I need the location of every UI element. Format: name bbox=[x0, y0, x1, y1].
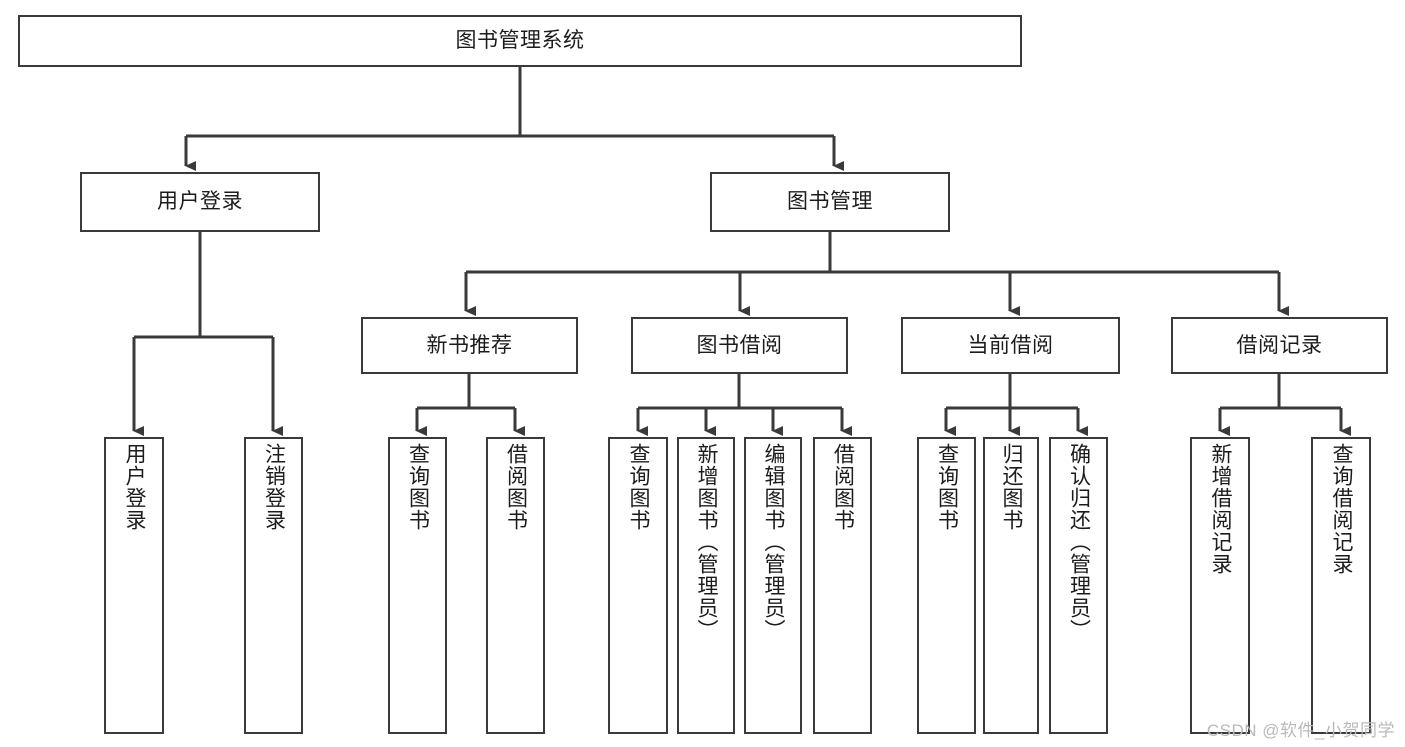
node-leaf-9[interactable]: 归还图书 bbox=[983, 437, 1039, 734]
node-label: 确认归还（管理员） bbox=[1067, 443, 1091, 641]
node-label: 借阅图书 bbox=[504, 443, 528, 531]
node-leaf-3[interactable]: 借阅图书 bbox=[486, 437, 545, 734]
node-label: 注销登录 bbox=[262, 443, 286, 531]
node-label: 查询图书 bbox=[627, 443, 651, 531]
node-leaf-0[interactable]: 用户登录 bbox=[104, 437, 164, 734]
node-level3-3[interactable]: 借阅记录 bbox=[1171, 317, 1388, 374]
node-leaf-12[interactable]: 查询借阅记录 bbox=[1311, 437, 1371, 734]
node-leaf-4[interactable]: 查询图书 bbox=[608, 437, 668, 734]
node-leaf-6[interactable]: 编辑图书（管理员） bbox=[744, 437, 802, 734]
node-leaf-1[interactable]: 注销登录 bbox=[244, 437, 303, 734]
node-leaf-2[interactable]: 查询图书 bbox=[388, 437, 447, 734]
node-level3-1[interactable]: 图书借阅 bbox=[631, 317, 848, 374]
node-label: 图书借阅 bbox=[696, 333, 783, 357]
node-label: 当前借阅 bbox=[967, 333, 1054, 357]
node-label: 用户登录 bbox=[123, 443, 147, 531]
node-level2-1[interactable]: 图书管理 bbox=[710, 172, 950, 232]
node-label: 图书管理 bbox=[787, 190, 873, 214]
node-level3-0[interactable]: 新书推荐 bbox=[361, 317, 578, 374]
node-leaf-7[interactable]: 借阅图书 bbox=[813, 437, 872, 734]
node-label: 归还图书 bbox=[1000, 443, 1024, 531]
node-label: 新增图书（管理员） bbox=[695, 443, 719, 641]
node-leaf-11[interactable]: 新增借阅记录 bbox=[1190, 437, 1250, 734]
node-root[interactable]: 图书管理系统 bbox=[18, 15, 1022, 67]
node-leaf-10[interactable]: 确认归还（管理员） bbox=[1049, 437, 1108, 734]
csdn-watermark: CSDN @软件_小贺同学 bbox=[1206, 721, 1395, 740]
node-label: 查询图书 bbox=[935, 443, 959, 531]
node-label: 借阅图书 bbox=[831, 443, 855, 531]
node-label: 查询图书 bbox=[406, 443, 430, 531]
node-level3-2[interactable]: 当前借阅 bbox=[901, 317, 1120, 374]
node-label: 新书推荐 bbox=[426, 333, 513, 357]
node-label: 用户登录 bbox=[157, 190, 243, 214]
node-label: 借阅记录 bbox=[1236, 333, 1323, 357]
node-level2-0[interactable]: 用户登录 bbox=[80, 172, 320, 232]
node-leaf-5[interactable]: 新增图书（管理员） bbox=[677, 437, 735, 734]
node-leaf-8[interactable]: 查询图书 bbox=[917, 437, 976, 734]
node-label: 查询借阅记录 bbox=[1330, 443, 1354, 575]
node-label: 新增借阅记录 bbox=[1209, 443, 1233, 575]
node-label: 图书管理系统 bbox=[455, 29, 585, 53]
node-label: 编辑图书（管理员） bbox=[762, 443, 786, 641]
